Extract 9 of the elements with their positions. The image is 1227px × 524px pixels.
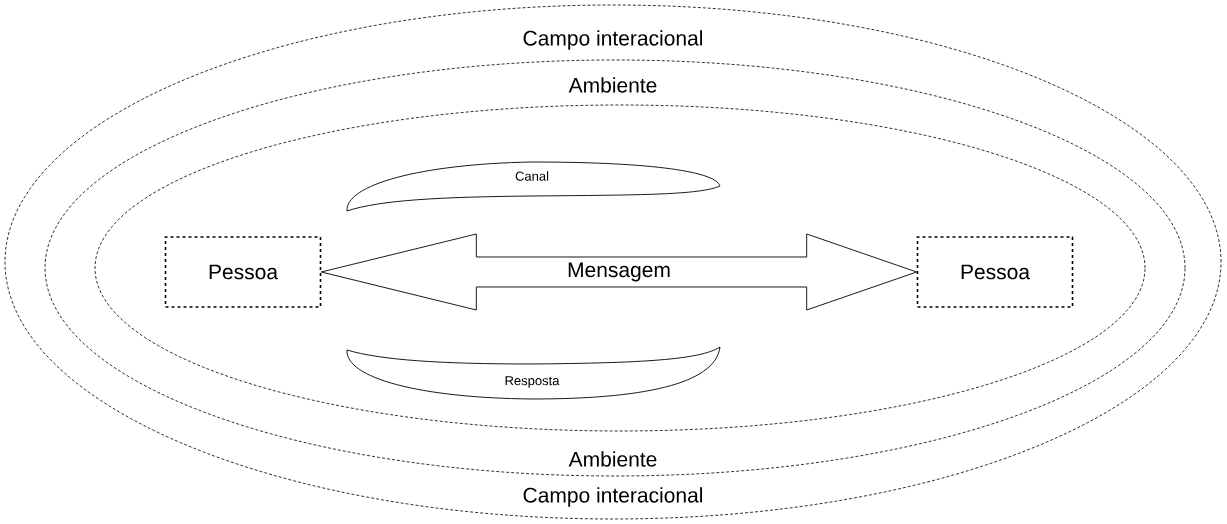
dashed-box: Pessoa — [916, 236, 1074, 308]
dashed-ellipse — [94, 104, 1146, 432]
dashed-box: Pessoa — [164, 236, 322, 308]
zone-label: Ambiente — [568, 77, 657, 93]
zone-label: Campo interacional — [523, 30, 702, 50]
zone-label: Campo interacional — [523, 487, 702, 507]
edge-label: Mensagem — [566, 261, 672, 283]
double-arrow — [320, 233, 918, 311]
zone-label: Ambiente — [568, 451, 657, 467]
